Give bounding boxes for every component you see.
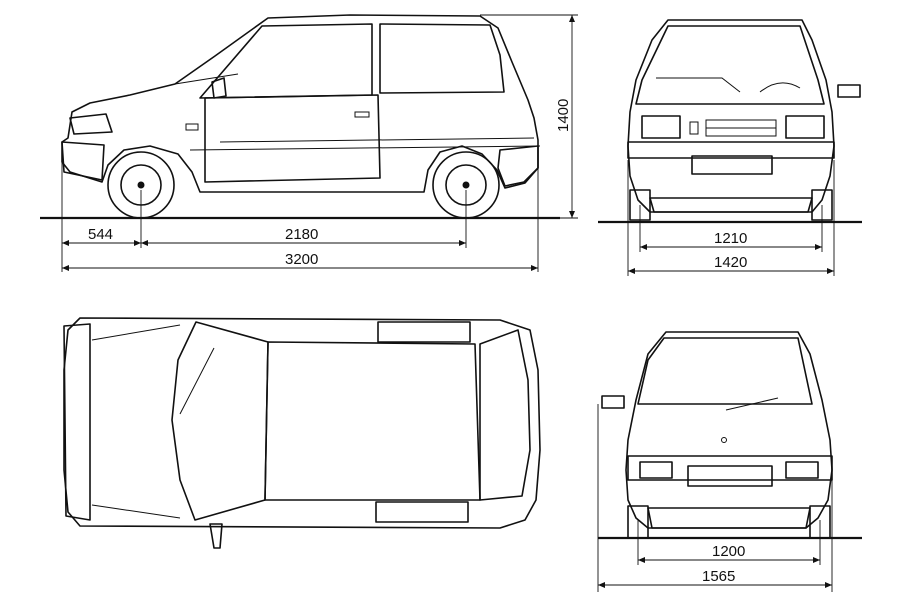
dim-width-with-mirrors: 1565: [702, 568, 735, 585]
top-side-window-bottom: [375, 501, 469, 523]
top-rear-window: [479, 329, 531, 501]
front-badge: [689, 121, 699, 135]
top-roof: [264, 341, 481, 501]
rear-light-left: [639, 461, 673, 479]
front-wiper: [656, 77, 741, 93]
rear-bumper-band: [627, 455, 833, 481]
front-view: 1210 1420: [598, 19, 862, 276]
side-front-hub: [137, 181, 145, 189]
top-side-window-top: [377, 321, 471, 343]
dim-front-overhang: 544: [88, 226, 113, 243]
side-body-crease: [219, 137, 535, 143]
rear-mirror: [601, 395, 625, 409]
top-bonnet-lines: [91, 324, 181, 519]
front-windscreen: [635, 25, 825, 105]
rear-plate: [687, 465, 773, 487]
top-body-outline: [63, 317, 541, 529]
side-door: [204, 94, 381, 183]
front-steering-wheel: [759, 82, 801, 93]
top-front-bumper: [63, 323, 91, 521]
side-front-window: [199, 23, 373, 99]
side-headlight: [69, 113, 113, 135]
top-wiper: [179, 347, 215, 415]
dim-rear-track: 1200: [712, 543, 745, 560]
side-bonnet-line: [174, 73, 239, 85]
rear-body-outline: [625, 331, 833, 529]
top-windscreen: [171, 321, 269, 521]
top-mirror: [209, 523, 223, 549]
dim-length: 3200: [285, 251, 318, 268]
rear-window: [637, 337, 813, 405]
side-body-outline: [61, 14, 539, 193]
front-headlight-right: [785, 115, 825, 139]
front-bumper: [627, 141, 835, 159]
side-rear-bumper: [497, 145, 539, 187]
rear-lock: [721, 437, 727, 443]
dim-width: 1420: [714, 254, 747, 271]
top-view: [63, 317, 541, 549]
front-headlight-left: [641, 115, 681, 139]
dim-wheelbase: 2180: [285, 226, 318, 243]
side-body-crease-2: [189, 145, 541, 151]
dim-height: 1400: [555, 99, 572, 132]
dim-front-track: 1210: [714, 230, 747, 247]
side-rear-window: [379, 23, 505, 94]
side-front-bumper: [61, 141, 105, 181]
front-plate: [691, 155, 773, 175]
side-door-handle: [354, 111, 370, 118]
rear-wiper: [725, 397, 779, 411]
side-view: 544 2180 3200 1400: [40, 14, 578, 272]
side-indicator: [185, 123, 199, 131]
front-mirror: [837, 84, 861, 98]
side-mirror: [211, 77, 227, 99]
rear-view: 1200 1565: [597, 331, 862, 592]
front-underbody: [649, 197, 813, 213]
rear-light-right: [785, 461, 819, 479]
side-rear-hub: [462, 181, 470, 189]
rear-underbody: [647, 507, 811, 529]
